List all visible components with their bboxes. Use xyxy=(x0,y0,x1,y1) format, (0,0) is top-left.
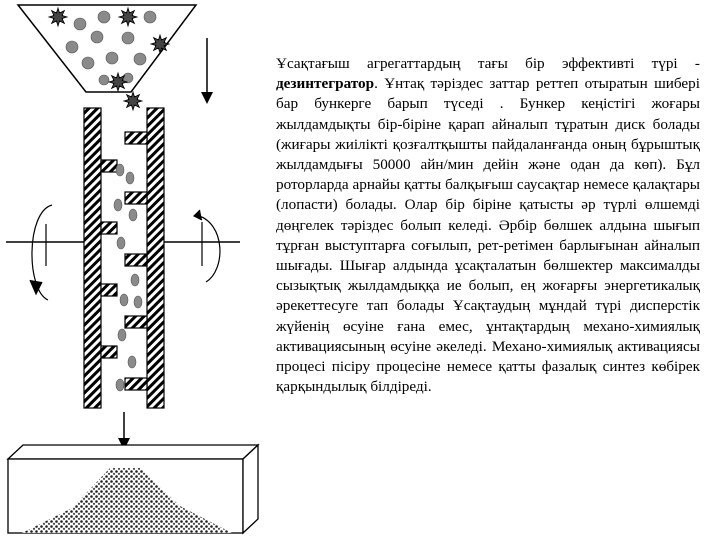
right-shaft xyxy=(164,222,240,266)
output-arrow-icon xyxy=(118,412,130,450)
spiky-particles xyxy=(47,6,171,112)
rotation-arrow-left-icon xyxy=(29,204,53,301)
article-text: Ұсақтағыш агрегаттардың тағы бір эффекти… xyxy=(276,54,700,397)
flow-arrow-icon xyxy=(201,38,213,104)
disintegrator-diagram xyxy=(6,4,260,535)
hopper-particles xyxy=(65,10,157,86)
article-paragraph: Ұсақтағыш агрегаттардың тағы бір эффекти… xyxy=(276,54,700,397)
term-disintegrator: дезинтегратор xyxy=(276,75,375,93)
collection-tray xyxy=(6,443,260,535)
hopper xyxy=(16,4,198,93)
paragraph-start: Ұсақтағыш агрегаттардың тағы бір эффекти… xyxy=(276,55,700,72)
left-rotor-disk xyxy=(83,107,118,409)
powder-pile xyxy=(22,468,232,533)
paragraph-body: . Ұнтақ тәріздес заттар реттеп отыратын … xyxy=(276,75,700,396)
chamber-particles xyxy=(113,163,143,392)
rotation-arrow-right-icon xyxy=(192,209,221,283)
right-rotor-disk xyxy=(124,107,165,409)
left-shaft xyxy=(6,224,84,266)
